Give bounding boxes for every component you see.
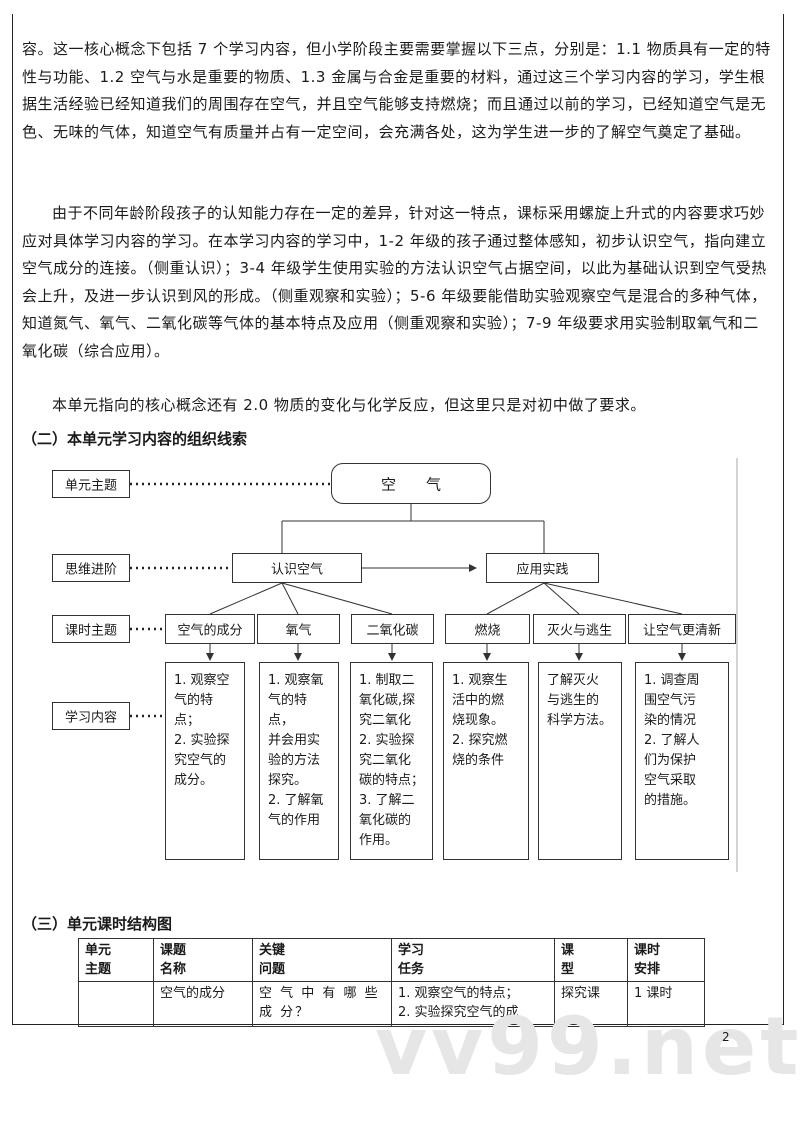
- content-box-fire-escape: 了解灭火与逃生的科学方法。: [538, 662, 622, 860]
- table-header-cell: 学习任务: [391, 938, 555, 982]
- stage-box-recognize: 认识空气: [232, 553, 362, 583]
- table-cell-topic: [78, 981, 154, 1027]
- table-cell-type: 探究课: [554, 981, 628, 1027]
- table-cell-hours: 1 课时: [627, 981, 705, 1027]
- lesson-box-carbon-dioxide: 二氧化碳: [351, 614, 434, 644]
- page-number: 2: [722, 1030, 730, 1044]
- section-heading-3: （三）单元课时结构图: [22, 915, 173, 933]
- paragraph-1: 容。这一核心概念下包括 7 个学习内容，但小学阶段主要需要掌握以下三点，分别是：…: [22, 40, 771, 141]
- watermark: vv99.net: [375, 1000, 800, 1093]
- table-header-cell: 课型: [554, 938, 628, 982]
- table-header-cell: 课题名称: [153, 938, 253, 982]
- content-box-air-composition: 1. 观察空气的特点；2. 实验探究空气的成分。: [165, 662, 245, 860]
- row-label-thinking-stage: 思维进阶: [52, 554, 130, 582]
- lesson-box-oxygen: 氧气: [257, 614, 340, 644]
- row-label-lesson-topic: 课时主题: [52, 615, 130, 643]
- content-box-oxygen: 1. 观察氧气的特点，并会用实验的方法探究。2. 了解氧气的作用: [259, 662, 339, 860]
- table-header-cell: 关键问题: [252, 938, 392, 982]
- stage-box-apply: 应用实践: [486, 553, 599, 583]
- table-cell-name: 空气的成分: [153, 981, 253, 1027]
- table-header-cell: 课时安排: [627, 938, 705, 982]
- row-label-learning-content: 学习内容: [52, 702, 130, 730]
- paragraph-3: 本单元指向的核心概念还有 2.0 物质的变化与化学反应，但这里只是对初中做了要求…: [52, 396, 646, 414]
- lesson-box-clean-air: 让空气更清新: [628, 614, 736, 644]
- paragraph-2: 由于不同年龄阶段孩子的认知能力存在一定的差异，针对这一特点，课标采用螺旋上升式的…: [22, 204, 767, 360]
- lesson-box-air-composition: 空气的成分: [165, 614, 255, 644]
- lesson-box-fire-escape: 灭火与逃生: [533, 614, 626, 644]
- table-cell-task: 1. 观察空气的特点； 2. 实验探究空气的成: [391, 981, 555, 1027]
- row-label-unit-topic: 单元主题: [52, 470, 130, 498]
- table-header-row: 单元主题 课题名称 关键问题 学习任务 课型 课时安排: [78, 938, 705, 982]
- table-row: 空气的成分 空 气 中 有 哪 些 成 分？ 1. 观察空气的特点； 2. 实验…: [78, 981, 705, 1027]
- section-heading-2: （二）本单元学习内容的组织线索: [22, 430, 248, 448]
- table-cell-question: 空 气 中 有 哪 些 成 分？: [252, 981, 392, 1027]
- unit-topic-box: 空 气: [331, 463, 491, 504]
- lesson-box-combustion: 燃烧: [445, 614, 530, 644]
- content-box-combustion: 1. 观察生活中的燃烧现象。2. 探究燃烧的条件: [443, 662, 529, 860]
- table-header-cell: 单元主题: [78, 938, 154, 982]
- lesson-structure-table: 单元主题 课题名称 关键问题 学习任务 课型 课时安排 空气的成分 空 气 中 …: [78, 938, 705, 1027]
